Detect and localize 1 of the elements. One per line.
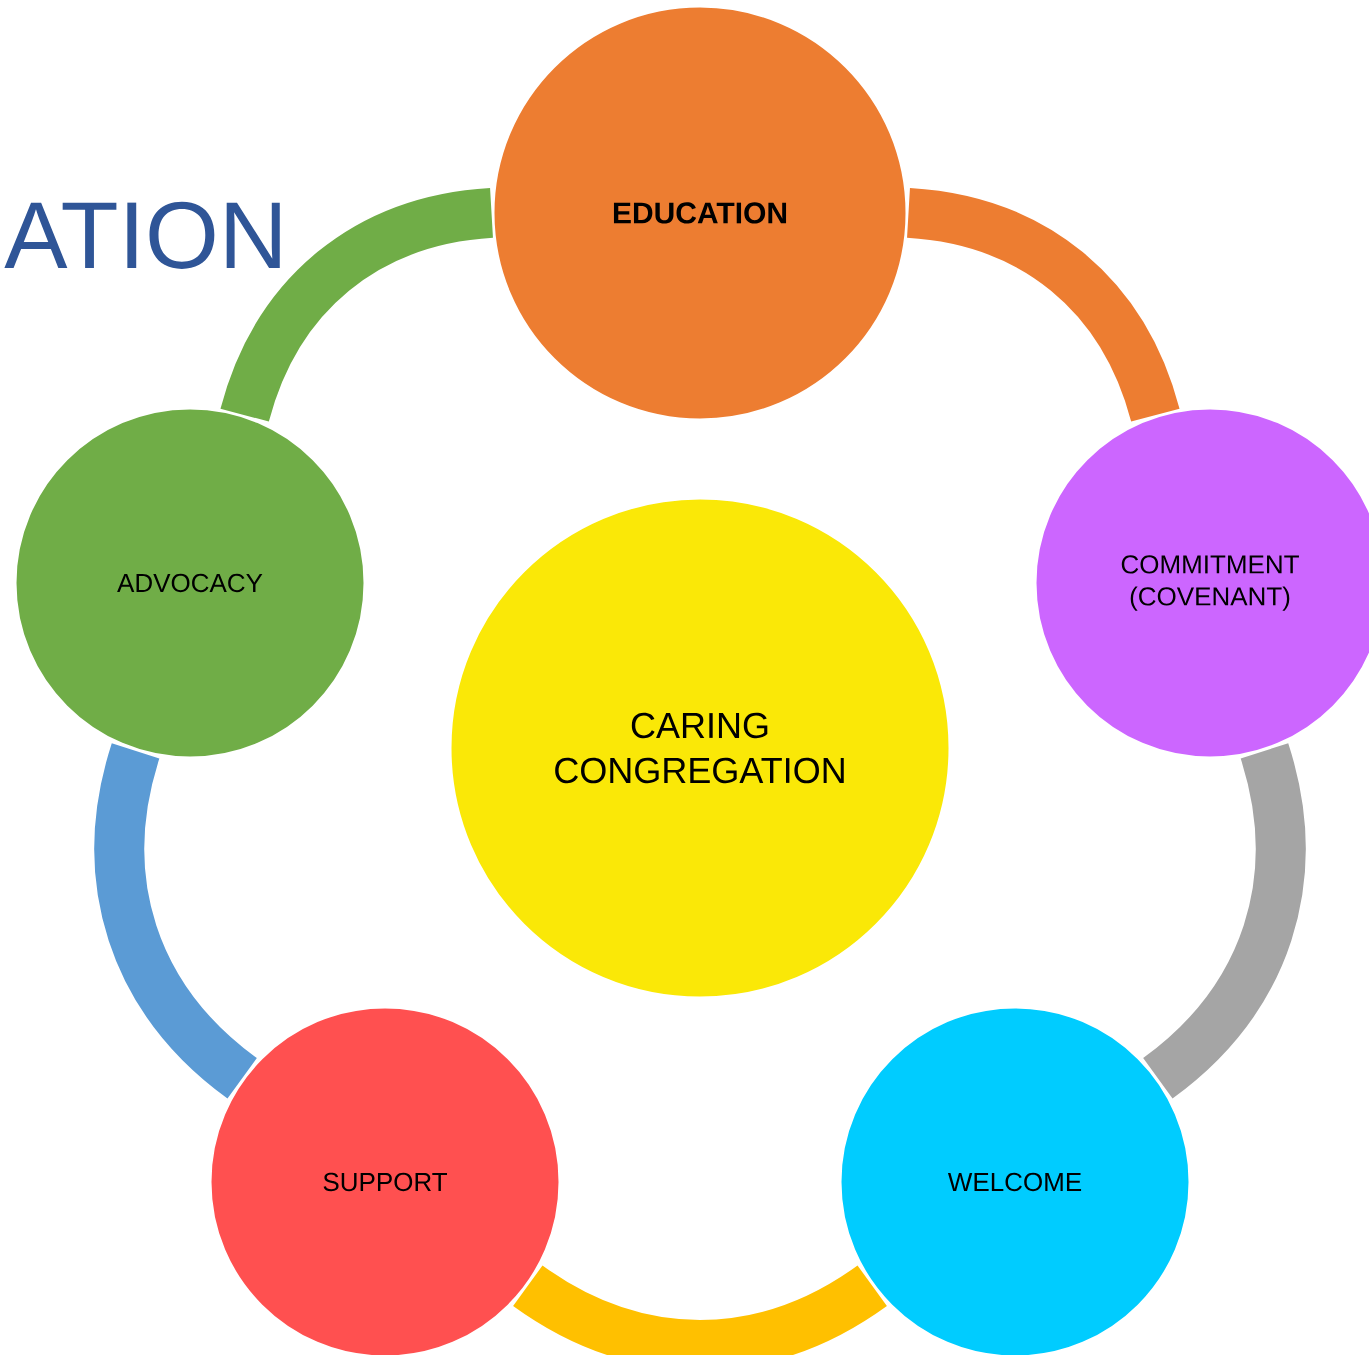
title-text: ATION [4, 201, 280, 269]
